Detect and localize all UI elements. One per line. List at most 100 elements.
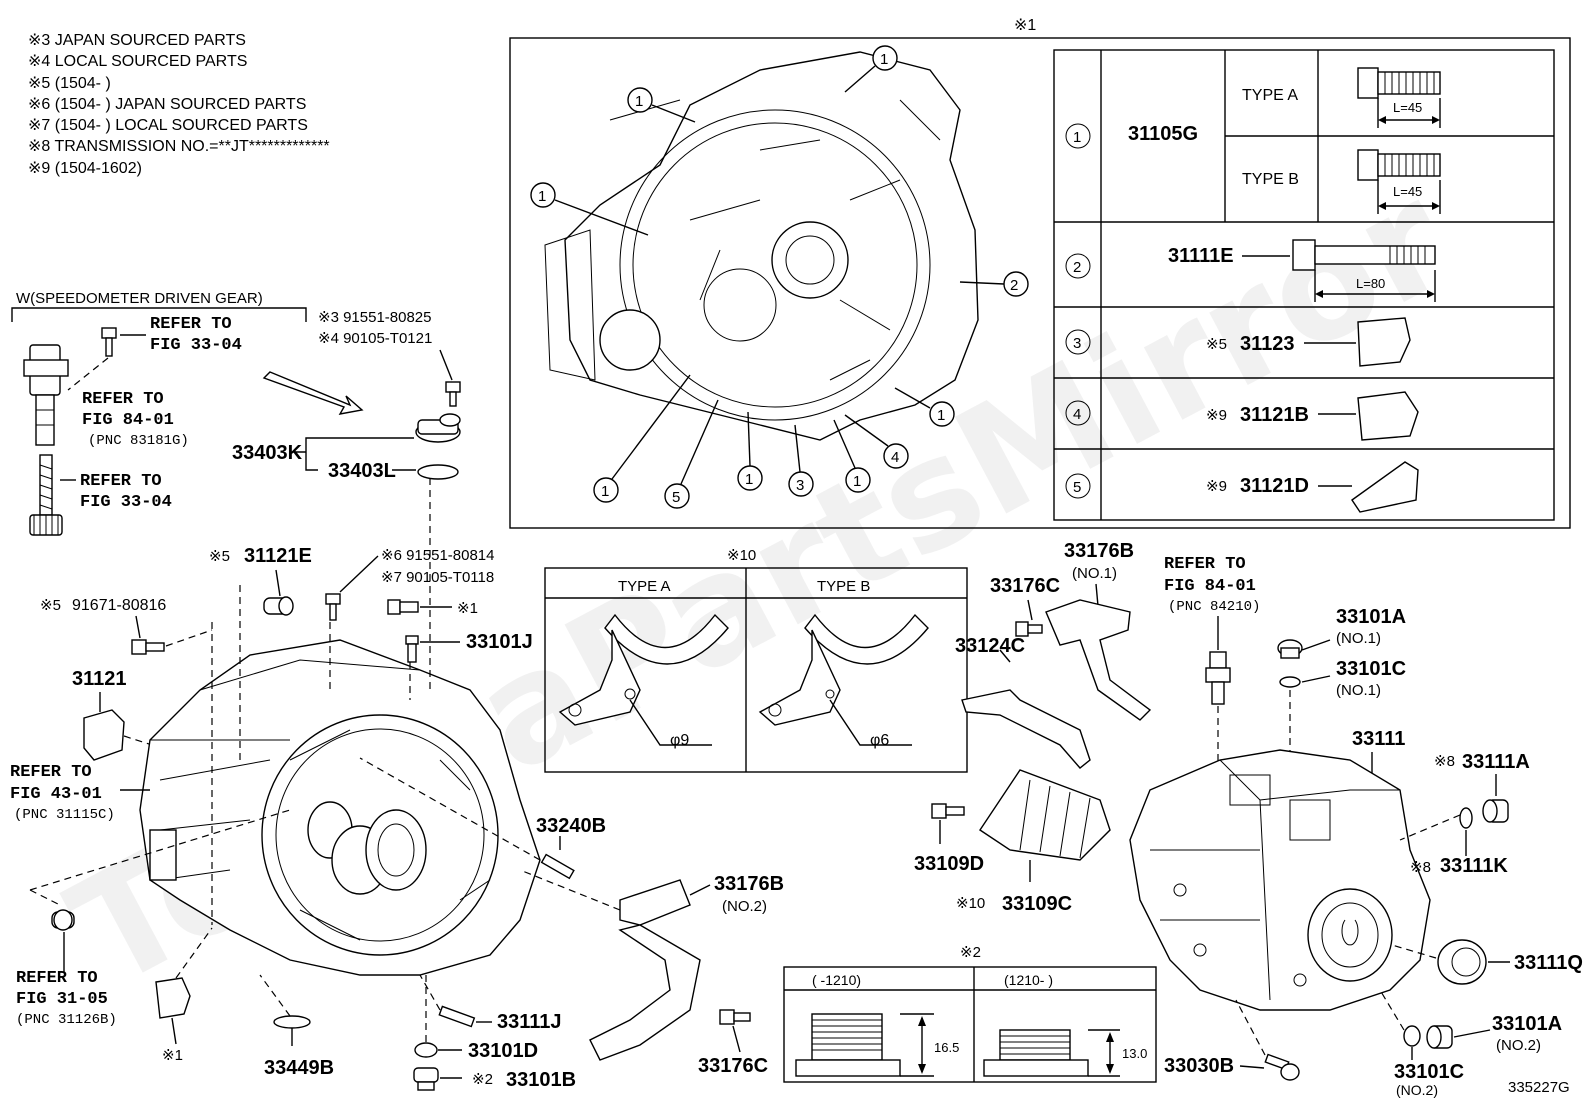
refer-text: FIG 43-01 [10, 785, 102, 804]
sleeve-drawing [415, 413, 461, 443]
legend-line: ※9 (1504-1602) [28, 160, 142, 177]
balloon-label: 4 [891, 449, 899, 466]
bolt-part-number: ※4 90105-T0121 [318, 330, 432, 347]
bolt-drawing [931, 803, 965, 819]
part-number: 33403L [328, 460, 396, 482]
plug-drawing [1426, 1025, 1453, 1049]
part-note: ※8 [1434, 753, 1455, 770]
transmission-case-drawing [1129, 749, 1431, 1011]
plug-tall-drawing [795, 1013, 901, 1077]
speedometer-title: W(SPEEDOMETER DRIVEN GEAR) [16, 290, 263, 307]
bracket-type-b-drawing [758, 613, 929, 726]
part-number: 33403K [232, 442, 303, 464]
bolt-type-b [1357, 149, 1441, 214]
part-note: ※8 [1410, 859, 1431, 876]
part-number: 33101J [466, 631, 533, 653]
clip-drawing [1357, 317, 1411, 367]
part-sub-label: (NO.2) [1396, 1082, 1438, 1098]
plate-drawing [961, 689, 1091, 769]
part-sub-label: (NO.2) [1496, 1037, 1541, 1054]
bolt-drawing [1264, 1053, 1300, 1081]
bolt-type-a [1357, 67, 1441, 128]
part-number: 33101A [1492, 1013, 1562, 1035]
row-number: 4 [1073, 406, 1081, 423]
balloon-label: 5 [672, 489, 680, 506]
part-number: 31105G [1128, 123, 1198, 145]
row-number: 1 [1073, 129, 1081, 146]
part-number: 31123 [1240, 333, 1295, 355]
row-number: 5 [1073, 479, 1081, 496]
speed-sensor-drawing [23, 344, 69, 446]
dimension-label: 16.5 [934, 1040, 959, 1055]
plug-short-drawing [983, 1029, 1089, 1077]
left-assembly: ※5 31121E ※5 91671-80816 31121 ※6 91551-… [10, 478, 784, 1091]
refer-text: REFER TO [150, 315, 232, 334]
part-sub-label: (NO.1) [1336, 630, 1381, 647]
part-sub-label: (NO.1) [1336, 682, 1381, 699]
part-number: 33101A [1336, 606, 1406, 628]
part-number: 31111E [1168, 245, 1234, 267]
figure-id: 335227G [1508, 1079, 1570, 1096]
part-sub-label: (NO.1) [1072, 565, 1117, 582]
small-bolt-drawing [101, 327, 117, 357]
refer-text: (PNC 84210) [1168, 599, 1260, 615]
part-number: 33111Q [1514, 952, 1583, 974]
refer-text: REFER TO [10, 763, 92, 782]
part-note: ※9 [1206, 478, 1227, 495]
part-note: ※5 [209, 548, 230, 565]
part-number: 33111 [1352, 728, 1405, 750]
refer-text: FIG 84-01 [82, 411, 174, 430]
driven-gear-drawing [29, 454, 63, 536]
balloon-label: 1 [635, 93, 643, 110]
gasket-drawing [414, 1042, 438, 1058]
part-note: ※2 [472, 1071, 493, 1088]
part-note: ※9 [1206, 407, 1227, 424]
gasket-drawing [1403, 1025, 1421, 1047]
part-number: 31121E [244, 545, 312, 567]
bolt-drawing [445, 381, 461, 407]
o-ring-drawing [417, 464, 459, 480]
detail-2: ※2 ( -1210) (1210- ) 16.5 13.0 [783, 944, 1157, 1083]
gasket-drawing [1279, 676, 1301, 688]
part-number: 33101D [468, 1040, 538, 1062]
part-number: 33101C [1394, 1061, 1464, 1083]
bolt-part-number: ※6 91551-80814 [381, 547, 495, 564]
part-number: 33101B [506, 1069, 576, 1091]
bolt-long [1292, 239, 1436, 302]
part-number: 33109C [1002, 893, 1072, 915]
part-sub-label: (NO.2) [722, 898, 767, 915]
plug-drawing [1482, 799, 1509, 823]
pin-drawing [405, 635, 419, 663]
part-note: ※1 [457, 600, 478, 617]
detail-title: ※1 [1014, 17, 1036, 34]
pin-drawing [438, 1005, 476, 1028]
cover-drawing [83, 709, 125, 761]
clip-drawing [1351, 461, 1419, 513]
drain-plug-drawing [413, 1067, 439, 1091]
gasket-drawing [1459, 807, 1473, 829]
refer-text: REFER TO [82, 390, 164, 409]
part-number: 33101C [1336, 658, 1406, 680]
bolt-drawing [1015, 621, 1043, 637]
part-note: ※1 [162, 1047, 183, 1064]
baffle-drawing [589, 879, 701, 1061]
part-number: 31121 [72, 668, 127, 690]
part-number: 33449B [264, 1057, 334, 1079]
part-number: 91671-80816 [72, 597, 166, 614]
balloon-label: 1 [538, 188, 546, 205]
detail-1: ※1 1 1 1 2 1 4 [509, 17, 1571, 529]
part-note: ※5 [1206, 336, 1227, 353]
speedometer-group: W(SPEEDOMETER DRIVEN GEAR) REFER TO FIG … [11, 290, 461, 536]
type-label: TYPE B [817, 578, 870, 595]
row-number: 2 [1073, 259, 1081, 276]
dimension-label: L=80 [1356, 276, 1385, 291]
detail-10: ※10 TYPE A TYPE B φ9 φ6 [544, 547, 968, 773]
callout-balloons: 1 1 1 2 1 4 1 1 3 5 1 [530, 45, 1029, 509]
bolt-drawing [325, 593, 341, 621]
part-number: 33109D [914, 853, 984, 875]
part-number: 33240B [536, 815, 606, 837]
switch-drawing [1205, 651, 1231, 705]
balloon-label: 1 [745, 471, 753, 488]
balloon-label: 1 [601, 483, 609, 500]
refer-text: FIG 31-05 [16, 990, 108, 1009]
